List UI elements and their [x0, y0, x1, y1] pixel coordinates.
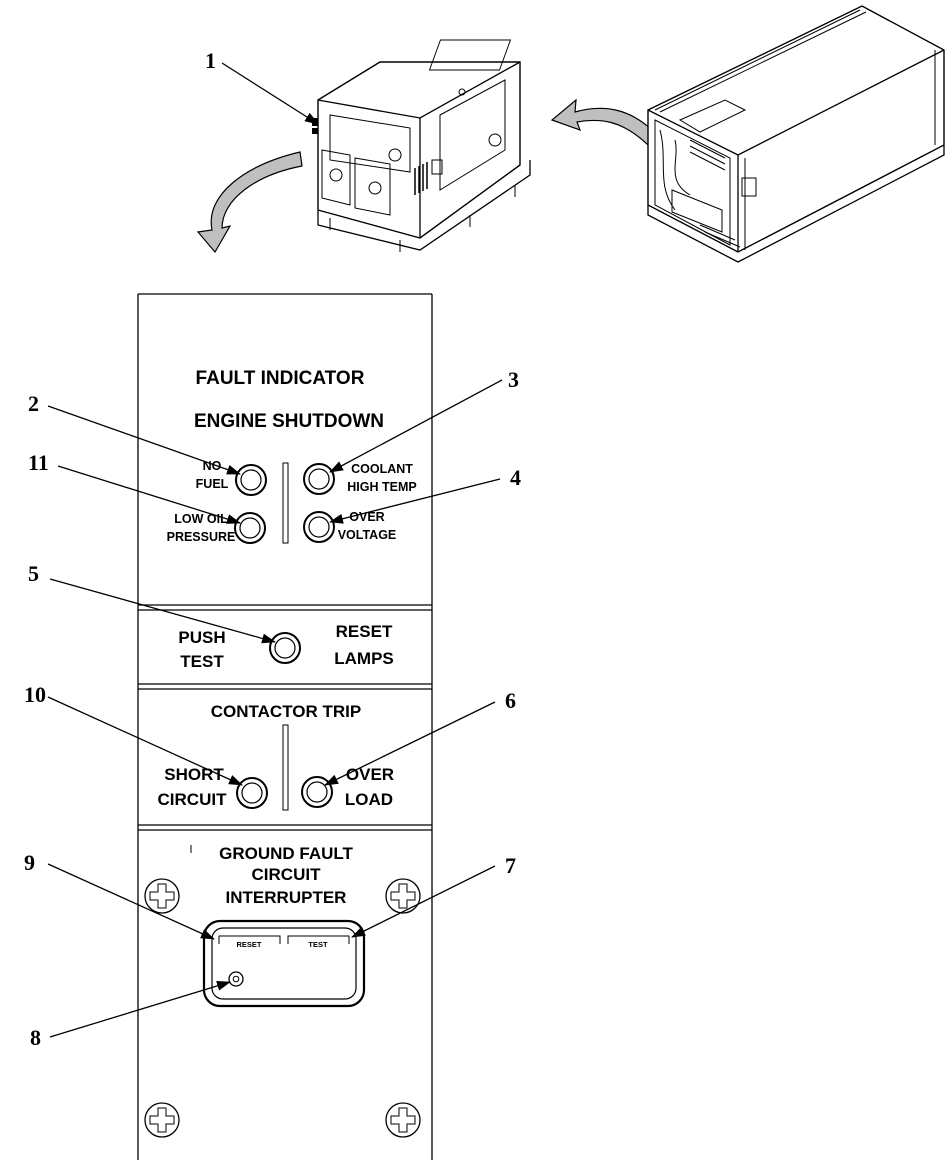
panel-screw-icon: [144, 878, 180, 914]
reset-label: RESET: [336, 622, 393, 641]
over-label: OVER: [346, 765, 394, 784]
gfci-title-line2: CIRCUIT: [252, 865, 322, 884]
gfci-reset-label: RESET: [236, 940, 261, 949]
test-label: TEST: [180, 652, 224, 671]
callout-9: 9: [24, 850, 35, 875]
gfci-indicator-light: [228, 971, 244, 987]
low-oil-label-line1: LOW OIL: [174, 512, 228, 526]
contactor-trip-title: CONTACTOR TRIP: [211, 702, 361, 721]
over-voltage-lamp: [303, 511, 335, 543]
push-test-reset-lamps-button[interactable]: [269, 632, 301, 664]
no-fuel-label-line2: FUEL: [196, 477, 229, 491]
exit-arrow-left: [196, 151, 303, 254]
callout-3: 3: [508, 367, 519, 392]
callout-5: 5: [28, 561, 39, 586]
callout-4: 4: [510, 465, 521, 490]
fault-indicator-title: FAULT INDICATOR: [196, 368, 365, 389]
no-fuel-lamp: [235, 464, 267, 496]
enclosure-illustration: [647, 5, 945, 263]
gfci-receptacle: [202, 919, 366, 1008]
coolant-label-line2: HIGH TEMP: [347, 480, 416, 494]
panel-screw-icon: [144, 1102, 180, 1138]
callout-11: 11: [28, 450, 49, 475]
engine-shutdown-title: ENGINE SHUTDOWN: [194, 411, 384, 432]
panel-screw-icon: [385, 1102, 421, 1138]
callout-2: 2: [28, 391, 39, 416]
coolant-high-temp-lamp: [303, 463, 335, 495]
callout-6: 6: [505, 688, 516, 713]
panel-screw-icon: [385, 878, 421, 914]
callout-1: 1: [205, 48, 216, 73]
low-oil-pressure-lamp: [234, 512, 266, 544]
callout-10: 10: [24, 682, 46, 707]
push-label: PUSH: [178, 628, 225, 647]
control-panel: [137, 293, 433, 1160]
gfci-test-label: TEST: [308, 940, 328, 949]
callout-7: 7: [505, 853, 516, 878]
lamps-label: LAMPS: [334, 649, 394, 668]
gfci-test-button[interactable]: [287, 935, 350, 944]
over-voltage-label-line2: VOLTAGE: [338, 528, 397, 542]
gfci-title-line1: GROUND FAULT: [219, 844, 353, 863]
gfci-reset-button[interactable]: [218, 935, 281, 944]
callout-8: 8: [30, 1025, 41, 1050]
gfci-title-line3: INTERRUPTER: [226, 888, 347, 907]
load-label: LOAD: [345, 790, 393, 809]
short-circuit-lamp: [236, 777, 268, 809]
over-load-lamp: [301, 776, 333, 808]
generator-unit-illustration: [312, 39, 531, 252]
short-label: SHORT: [164, 765, 224, 784]
insert-arrow-right: [550, 98, 661, 146]
coolant-label-line1: COOLANT: [351, 462, 413, 476]
callout-leaders: [47, 62, 503, 1038]
low-oil-label-line2: PRESSURE: [167, 530, 236, 544]
over-voltage-label-line1: OVER: [349, 510, 384, 524]
circuit-label: CIRCUIT: [158, 790, 228, 809]
